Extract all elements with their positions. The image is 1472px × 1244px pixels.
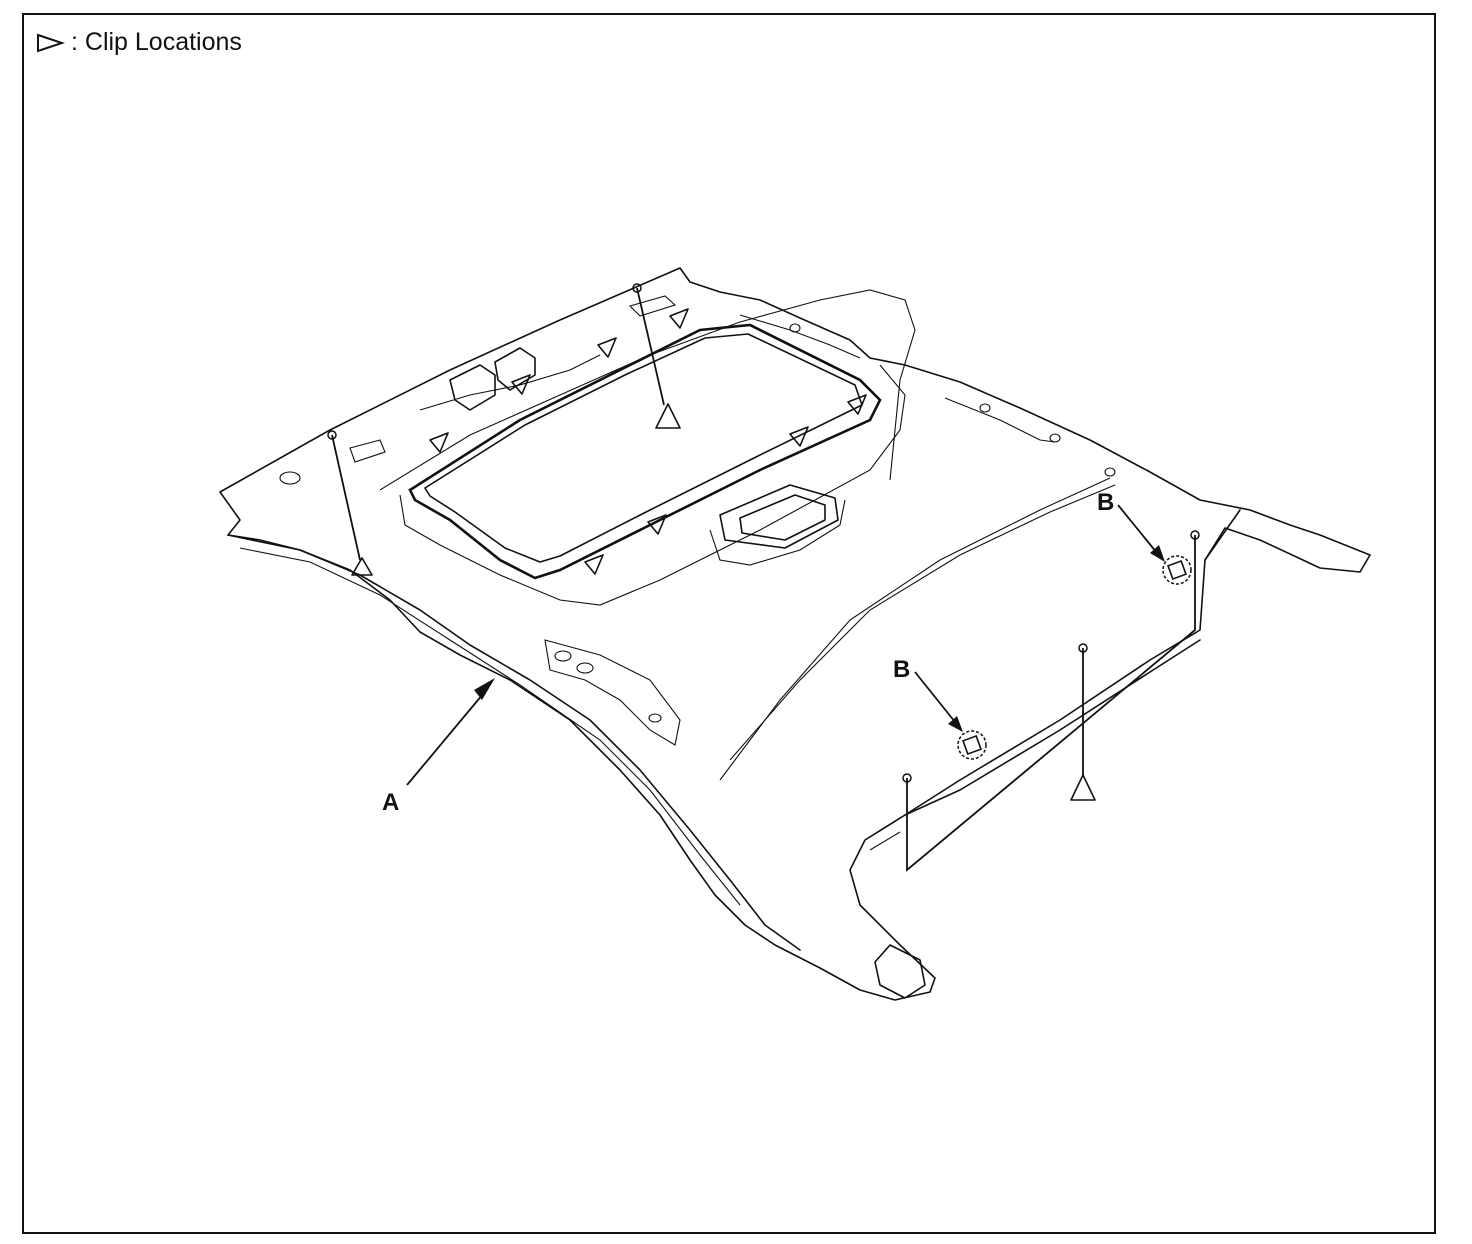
front-features (279, 295, 1116, 485)
sunroof-clips (429, 308, 867, 575)
clip-icon (429, 432, 449, 453)
clip-icon (351, 557, 373, 576)
legend: : Clip Locations (35, 28, 242, 57)
roof-center-band (379, 289, 1116, 781)
clip-icon (655, 403, 681, 429)
headliner-outline (219, 267, 1371, 1001)
callout-label-b: B (1097, 489, 1114, 516)
grab-handle-recess (544, 639, 681, 746)
diagram-frame (22, 13, 1436, 1234)
b-clip-markers (957, 555, 1192, 760)
clip-icon (647, 514, 667, 535)
clip-icon (584, 554, 604, 575)
sunroof-opening (399, 323, 906, 606)
clip-icon (847, 394, 867, 415)
clip-leaders (327, 283, 1200, 872)
legend-text: : Clip Locations (71, 28, 242, 56)
callout-arrows (406, 504, 1165, 786)
callout-label-a: A (382, 789, 399, 816)
clip-icon (669, 308, 689, 329)
dome-light-housing (709, 484, 846, 566)
clip-icon (511, 374, 531, 395)
clip-icon (597, 337, 617, 358)
clip-icon (789, 426, 809, 447)
clip-icon (1070, 774, 1096, 801)
rear-corner-tab (874, 944, 926, 999)
clip-symbol-icon (37, 33, 65, 52)
callout-label-b: B (893, 656, 910, 683)
